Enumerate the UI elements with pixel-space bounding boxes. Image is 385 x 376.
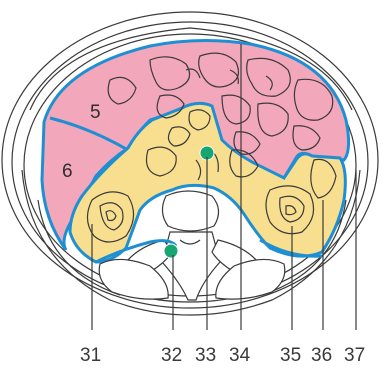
callout-31: 31 — [80, 345, 101, 366]
region-label-6: 6 — [62, 161, 73, 182]
region-label-5: 5 — [90, 102, 101, 123]
callout-36: 36 — [311, 345, 332, 366]
callout-34: 34 — [229, 345, 251, 366]
callout-32: 32 — [161, 345, 182, 366]
marker-posterior — [164, 244, 178, 258]
callout-37: 37 — [344, 345, 365, 366]
callout-35: 35 — [280, 345, 301, 366]
callout-33: 33 — [195, 345, 216, 366]
vertebral-body — [162, 191, 218, 231]
